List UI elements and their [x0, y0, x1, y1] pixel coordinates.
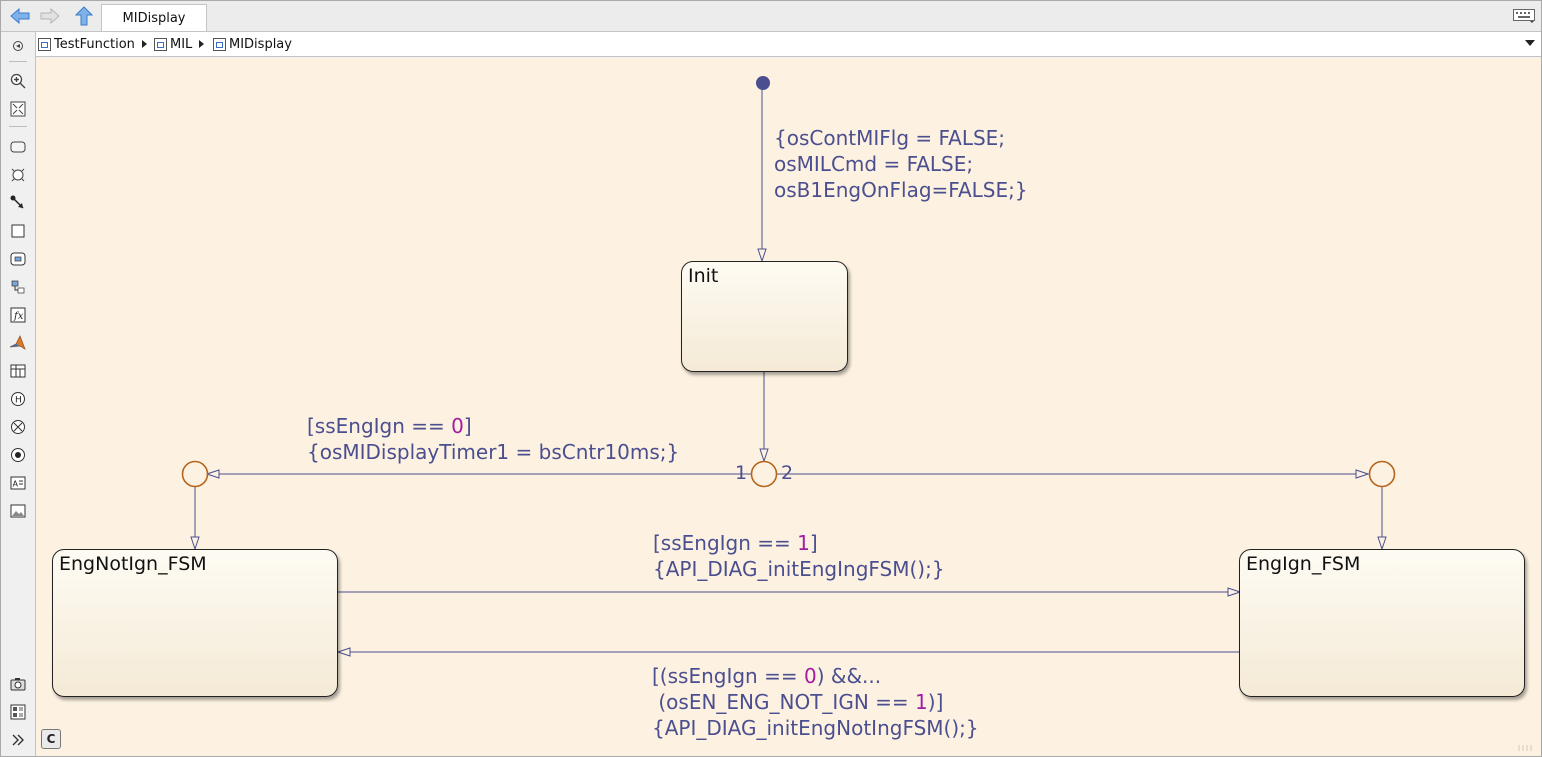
state-icon[interactable]: [9, 138, 27, 156]
connective-junction-right[interactable]: [1368, 460, 1396, 488]
state-name: EngNotIgn_FSM: [59, 553, 207, 575]
image-icon[interactable]: [9, 502, 27, 520]
chevron-right-icon: [141, 40, 147, 48]
chevron-down-icon[interactable]: [1525, 40, 1535, 46]
expand-icon[interactable]: [9, 731, 27, 749]
back-arrow-icon[interactable]: [9, 6, 31, 26]
transitions-layer: [181, 76, 1396, 756]
chart-badge[interactable]: C: [41, 729, 61, 749]
junction-icon[interactable]: [9, 166, 27, 184]
state-name: EngIgn_FSM: [1246, 553, 1361, 575]
divider: [9, 61, 27, 62]
chart-icon: [213, 37, 226, 51]
action-line: osMILCmd = FALSE;: [774, 152, 974, 176]
state-init[interactable]: Init: [681, 261, 848, 372]
transition-priority: 2: [781, 462, 794, 484]
breadcrumb-item-testfunction[interactable]: TestFunction: [38, 35, 151, 53]
divider: [9, 126, 27, 127]
action-line: osB1EngOnFlag=FALSE;}: [774, 178, 1028, 202]
transition-priority: 1: [735, 462, 748, 484]
action-line: {osContMIFlg = FALSE;: [774, 126, 1006, 150]
forward-arrow-icon[interactable]: [39, 6, 61, 26]
breadcrumb-label: TestFunction: [54, 36, 135, 52]
graphical-function-icon[interactable]: fx: [9, 306, 27, 324]
svg-text:H: H: [15, 396, 22, 406]
zoom-in-icon[interactable]: [9, 72, 27, 90]
simulink-state-icon[interactable]: [9, 250, 27, 268]
condition-line: [ssEngIgn == 0]: [307, 414, 472, 438]
state-name: Init: [688, 265, 719, 287]
truth-table-icon[interactable]: [9, 362, 27, 380]
default-transition-icon[interactable]: [9, 194, 27, 212]
hide-palette-icon[interactable]: [9, 37, 27, 55]
explorer-icon[interactable]: [9, 703, 27, 721]
exclusive-junction-icon[interactable]: [9, 418, 27, 436]
action-line: {osMIDisplayTimer1 = bsCntr10ms;}: [307, 440, 680, 464]
breadcrumb-label: MIL: [170, 36, 193, 52]
action-line: {API_DIAG_initEngIngFSM();}: [653, 557, 945, 581]
breadcrumb-label: MIDisplay: [229, 36, 292, 52]
connective-junction-left[interactable]: [181, 460, 209, 488]
breadcrumb-item-mil[interactable]: MIL: [154, 35, 208, 53]
keyboard-icon[interactable]: [1513, 8, 1535, 27]
entry-port-icon[interactable]: [9, 446, 27, 464]
top-toolbar: MIDisplay: [1, 1, 1541, 32]
subsystem-icon: [154, 37, 167, 51]
action-line: {API_DIAG_initEngNotIngFSM();}: [652, 716, 979, 740]
chart-canvas[interactable]: {osContMIFlg = FALSE;osMILCmd = FALSE;os…: [36, 58, 1541, 756]
to-notign-transition-label[interactable]: [(ssEngIgn == 0) &&... (osEN_ENG_NOT_IGN…: [652, 663, 979, 741]
tool-palette: fx H A: [1, 32, 36, 756]
condition-line: [(ssEngIgn == 0) &&...: [652, 664, 882, 688]
state-engnotign-fsm[interactable]: EngNotIgn_FSM: [52, 549, 338, 697]
condition-line: [ssEngIgn == 1]: [653, 531, 818, 555]
tab-label: MIDisplay: [122, 10, 186, 26]
chevron-right-icon: [199, 40, 205, 48]
default-transition-dot: [756, 76, 770, 90]
history-junction-icon[interactable]: H: [9, 390, 27, 408]
resize-grip-icon[interactable]: [1517, 744, 1537, 752]
simulink-function-icon[interactable]: [9, 278, 27, 296]
svg-text:fx: fx: [13, 311, 24, 322]
connective-junction-center[interactable]: [750, 460, 778, 488]
model-icon: [38, 37, 51, 51]
breadcrumb-item-midisplay[interactable]: MIDisplay: [213, 35, 292, 53]
up-arrow-icon[interactable]: [73, 6, 95, 26]
breadcrumb: TestFunction MIL MIDisplay: [35, 32, 1541, 57]
left-transition-label[interactable]: [ssEngIgn == 0]{osMIDisplayTimer1 = bsCn…: [307, 413, 679, 465]
matlab-function-icon[interactable]: [9, 334, 27, 352]
default-transition-label[interactable]: {osContMIFlg = FALSE;osMILCmd = FALSE;os…: [774, 125, 1028, 203]
svg-text:A: A: [13, 480, 19, 489]
condition-line: (osEN_ENG_NOT_IGN == 1)]: [652, 690, 944, 714]
screenshot-icon[interactable]: [9, 675, 27, 693]
state-engign-fsm[interactable]: EngIgn_FSM: [1239, 549, 1525, 697]
annotation-icon[interactable]: A: [9, 474, 27, 492]
to-ign-transition-label[interactable]: [ssEngIgn == 1]{API_DIAG_initEngIngFSM()…: [653, 530, 945, 582]
fit-view-icon[interactable]: [9, 100, 27, 118]
box-icon[interactable]: [9, 222, 27, 240]
tab-midisplay[interactable]: MIDisplay: [101, 4, 207, 31]
